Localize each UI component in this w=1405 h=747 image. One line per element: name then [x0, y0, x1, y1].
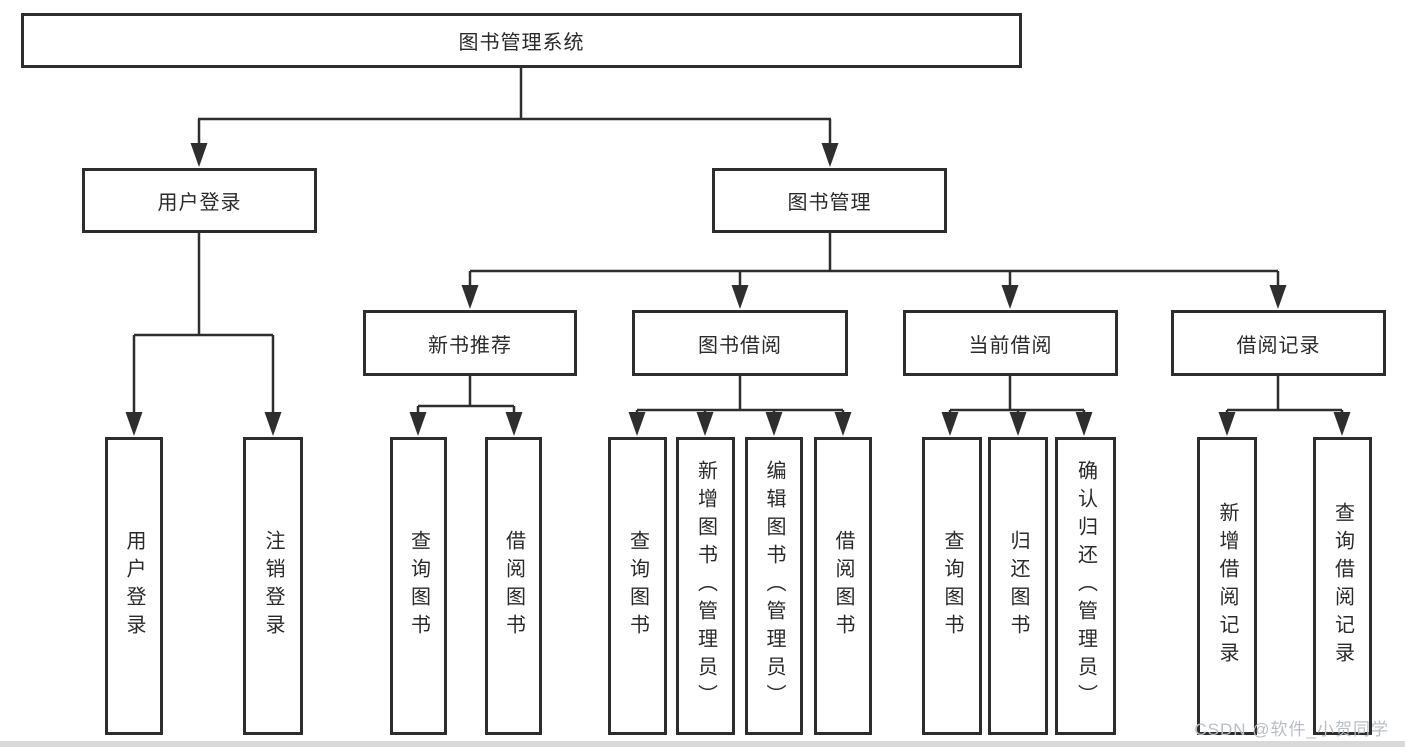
connector-book-borrow-fan — [628, 376, 852, 436]
leaf-records-add-record: 新增借阅记录 — [1197, 437, 1257, 735]
arrowhead-to-new-book-recommend — [461, 285, 479, 309]
leaf-borrow-add-books-admin-label: 新增图书（管理员） — [694, 460, 717, 712]
arrowhead-to-leaf-records-add — [1218, 412, 1236, 436]
leaf-current-query-books: 查询图书 — [922, 437, 982, 735]
arrowhead-to-leaf-borrow-edit — [765, 412, 783, 436]
arrowhead-to-leaf-borrow-add — [696, 412, 714, 436]
leaf-current-confirm-return-admin: 确认归还（管理员） — [1055, 437, 1116, 735]
arrowhead-to-leaf-current-return — [1009, 412, 1027, 436]
leaf-newbook-query-books: 查询图书 — [390, 437, 447, 735]
node-root: 图书管理系统 — [21, 13, 1022, 68]
arrowhead-to-leaf-current-query — [941, 412, 959, 436]
arrowhead-to-leaf-current-confirm — [1075, 412, 1093, 436]
leaf-borrow-query-books-label: 查询图书 — [626, 530, 649, 642]
leaf-records-add-record-label: 新增借阅记录 — [1216, 502, 1238, 670]
leaf-current-confirm-return-admin-label: 确认归还（管理员） — [1074, 460, 1097, 712]
node-book-borrow-label: 图书借阅 — [698, 334, 782, 357]
node-book-borrow: 图书借阅 — [632, 310, 848, 376]
leaf-borrow-edit-books-admin: 编辑图书（管理员） — [745, 437, 803, 735]
arrowhead-to-leaf-user-login — [125, 412, 143, 436]
leaf-borrow-borrow-books: 借阅图书 — [814, 437, 872, 735]
node-borrow-records: 借阅记录 — [1171, 310, 1386, 376]
bottom-edge-strip — [0, 741, 1405, 747]
leaf-borrow-edit-books-admin-label: 编辑图书（管理员） — [763, 460, 785, 712]
arrowhead-to-current-borrow — [1001, 285, 1019, 309]
node-user-login-label: 用户登录 — [157, 192, 242, 214]
leaf-newbook-borrow-books-label: 借阅图书 — [502, 530, 525, 642]
leaf-current-return-books-label: 归还图书 — [1007, 530, 1029, 642]
leaf-current-return-books: 归还图书 — [988, 437, 1048, 735]
watermark: CSDN @软件_小贺同学 — [1194, 720, 1389, 739]
leaf-logout-label: 注销登录 — [262, 530, 284, 642]
node-book-management: 图书管理 — [712, 168, 947, 233]
node-user-login: 用户登录 — [82, 168, 317, 233]
node-root-label: 图书管理系统 — [458, 32, 585, 54]
node-current-borrow: 当前借阅 — [903, 310, 1118, 376]
connector-root-fan — [190, 68, 839, 167]
arrowhead-to-borrow-records — [1269, 285, 1287, 309]
arrowhead-to-leaf-records-query — [1333, 412, 1351, 436]
leaf-borrow-query-books: 查询图书 — [608, 437, 667, 735]
connector-book-management-fan — [461, 233, 1287, 309]
node-new-book-recommend-label: 新书推荐 — [428, 334, 512, 357]
connector-new-book-recommend-fan — [409, 376, 523, 436]
node-book-management-label: 图书管理 — [787, 192, 872, 214]
leaf-user-login: 用户登录 — [105, 437, 163, 735]
arrowhead-to-leaf-newbook-query — [409, 412, 427, 436]
arrowhead-to-user-login — [190, 143, 208, 167]
leaf-current-query-books-label: 查询图书 — [941, 530, 963, 642]
connector-current-borrow-fan — [941, 376, 1093, 436]
leaf-records-query-record-label: 查询借阅记录 — [1331, 502, 1354, 670]
arrowhead-to-leaf-borrow-borrow — [834, 412, 852, 436]
leaf-newbook-borrow-books: 借阅图书 — [485, 437, 542, 735]
connector-user-login-fan — [125, 233, 282, 436]
leaf-logout: 注销登录 — [243, 437, 303, 735]
leaf-newbook-query-books-label: 查询图书 — [407, 530, 430, 642]
node-current-borrow-label: 当前借阅 — [968, 334, 1053, 357]
arrowhead-to-leaf-newbook-borrow — [505, 412, 523, 436]
node-new-book-recommend: 新书推荐 — [363, 310, 577, 376]
arrowhead-to-leaf-borrow-query — [628, 412, 646, 436]
leaf-borrow-add-books-admin: 新增图书（管理员） — [676, 437, 735, 735]
leaf-borrow-borrow-books-label: 借阅图书 — [832, 530, 854, 642]
arrowhead-to-book-borrow — [731, 285, 749, 309]
leaf-user-login-label: 用户登录 — [123, 530, 145, 642]
leaf-records-query-record: 查询借阅记录 — [1313, 437, 1372, 735]
arrowhead-to-leaf-logout — [264, 412, 282, 436]
connector-borrow-records-fan — [1218, 376, 1351, 436]
arrowhead-to-book-management — [821, 143, 839, 167]
node-borrow-records-label: 借阅记录 — [1236, 334, 1321, 357]
